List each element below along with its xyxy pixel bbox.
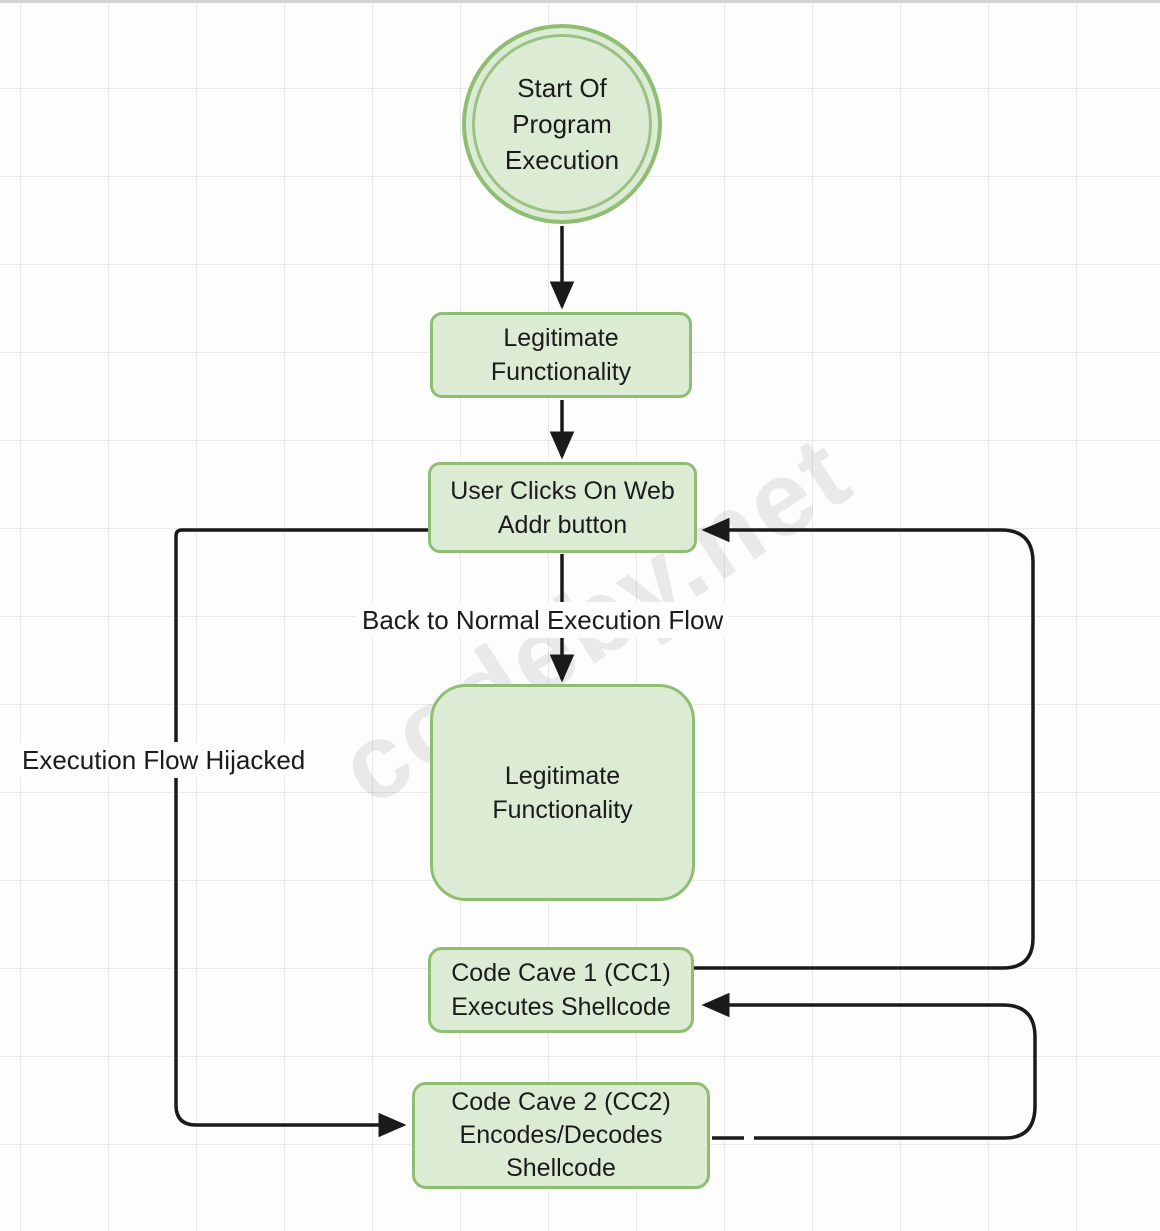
node-text-line: Legitimate bbox=[503, 324, 619, 352]
node-text-line: Shellcode bbox=[506, 1154, 616, 1182]
node-legitimate-functionality-1: Legitimate Functionality bbox=[430, 312, 692, 398]
node-text-line: Code Cave 2 (CC2) bbox=[451, 1088, 671, 1116]
node-text-line: User Clicks On Web bbox=[450, 476, 675, 505]
node-user-clicks-on-web-addr-button: User Clicks On Web Addr button bbox=[428, 462, 697, 553]
node-text-line: Executes Shellcode bbox=[451, 993, 671, 1021]
node-start-of-program-execution: Start Of Program Execution bbox=[462, 24, 662, 224]
node-text-line: Functionality bbox=[492, 795, 633, 824]
edge-label-back-to-normal-execution-flow: Back to Normal Execution Flow bbox=[356, 602, 730, 638]
node-text-line: Start Of bbox=[517, 73, 607, 103]
edge-label-execution-flow-hijacked: Execution Flow Hijacked bbox=[16, 742, 312, 778]
node-text-line: Execution bbox=[504, 145, 620, 175]
connector-cc1-to-user-clicks bbox=[694, 517, 1035, 970]
connector-hijack-user-clicks-to-cc2 bbox=[174, 528, 428, 1138]
node-text-line: Functionality bbox=[490, 358, 632, 386]
connector-cc2-to-cc1 bbox=[701, 992, 1037, 1140]
node-legitimate-functionality-2: Legitimate Functionality bbox=[430, 684, 695, 901]
node-text-line: Encodes/Decodes bbox=[459, 1121, 663, 1149]
node-text-line: Code Cave 1 (CC1) bbox=[451, 959, 671, 987]
node-text-line: Program bbox=[512, 109, 612, 139]
node-code-cave-2: Code Cave 2 (CC2) Encodes/Decodes Shellc… bbox=[412, 1082, 710, 1189]
node-code-cave-1: Code Cave 1 (CC1) Executes Shellcode bbox=[428, 947, 694, 1033]
window-top-edge bbox=[0, 0, 1160, 3]
node-text-line: Legitimate bbox=[504, 761, 621, 790]
node-text-line: Addr button bbox=[497, 510, 628, 539]
